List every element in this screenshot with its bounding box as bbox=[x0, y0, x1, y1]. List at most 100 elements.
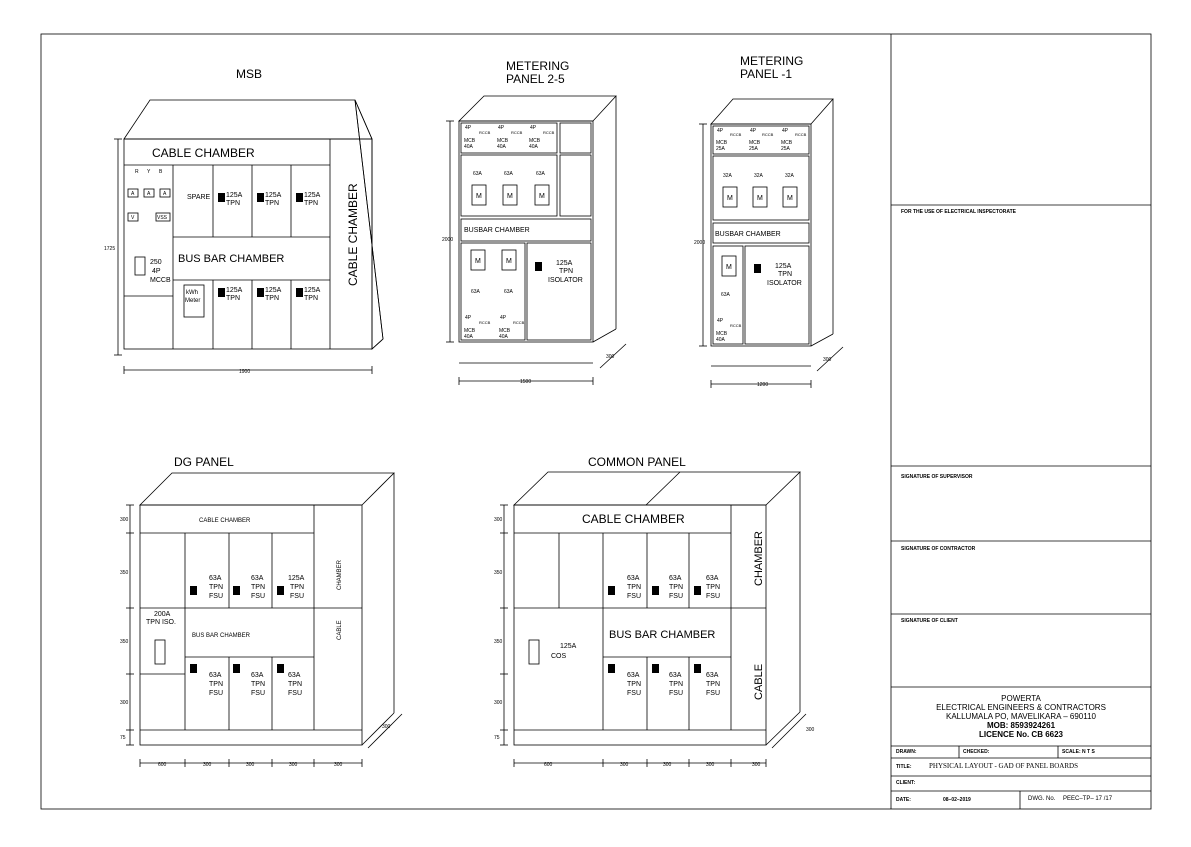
dg-rating: 125A bbox=[288, 575, 305, 582]
mp25-meter: M bbox=[507, 193, 513, 200]
mp25-meter-rating: 63A bbox=[504, 289, 514, 295]
mp25-meter-rating: 63A bbox=[471, 289, 481, 295]
mp1-isolator: ISOLATOR bbox=[767, 280, 802, 287]
dg-tpn: TPN bbox=[209, 681, 223, 688]
mp1-iso-rating: 125A bbox=[775, 263, 792, 270]
mp1-meter: M bbox=[727, 195, 733, 202]
contractor-signature-label: SIGNATURE OF CONTRACTOR bbox=[901, 546, 976, 552]
common-tpn: TPN bbox=[706, 584, 720, 591]
mp1-meter-rating-low: 63A bbox=[721, 292, 731, 298]
mp1-depth-dim: 300 bbox=[823, 357, 832, 363]
dg-dim-v: 350 bbox=[120, 639, 129, 645]
mp25-mcb: MCB bbox=[464, 328, 476, 334]
company-subtitle: ELECTRICAL ENGINEERS & CONTRACTORS bbox=[936, 703, 1106, 712]
dg-dim-v: 300 bbox=[120, 700, 129, 706]
metering-2-5-panel bbox=[446, 95, 627, 385]
common-busbar: BUS BAR CHAMBER bbox=[609, 629, 715, 641]
msb-height-dim: 1725 bbox=[104, 246, 115, 252]
dg-rating: 63A bbox=[209, 575, 222, 582]
common-dim-v: 300 bbox=[494, 517, 503, 523]
mp25-busbar: BUSBAR CHAMBER bbox=[464, 227, 530, 234]
scale-label: SCALE: bbox=[1062, 749, 1081, 755]
company-name: POWERTA bbox=[1001, 694, 1041, 703]
mp25-mcb-rating: 40A bbox=[497, 144, 507, 150]
mp25-mcb-rating: 40A bbox=[464, 144, 474, 150]
mp1-meter: M bbox=[787, 195, 793, 202]
common-dim-h: 300 bbox=[663, 762, 672, 768]
switch-handle-icon bbox=[218, 193, 225, 202]
msb-rating: 125A bbox=[226, 287, 243, 294]
msb-tpn: TPN bbox=[265, 200, 279, 207]
msb-mccb: MCCB bbox=[150, 277, 171, 284]
common-dim-v: 350 bbox=[494, 639, 503, 645]
dg-rating: 63A bbox=[209, 672, 222, 679]
common-dim-v: 350 bbox=[494, 570, 503, 576]
msb-cable-chamber-side: CABLE CHAMBER bbox=[346, 183, 360, 286]
switch-handle-icon bbox=[277, 664, 284, 673]
client-signature-label: SIGNATURE OF CLIENT bbox=[901, 618, 958, 624]
mp25-meter: M bbox=[476, 193, 482, 200]
mp25-rccb: RCCB bbox=[513, 320, 525, 325]
dg-dim-h: 300 bbox=[246, 762, 255, 768]
common-rating: 63A bbox=[706, 672, 719, 679]
dg-iso-rating: 200A bbox=[154, 611, 171, 618]
msb-meter: Meter bbox=[185, 298, 200, 304]
mp1-rccb: RCCB bbox=[762, 132, 774, 137]
msb-tpn: TPN bbox=[304, 200, 318, 207]
msb-busbar: BUS BAR CHAMBER bbox=[178, 253, 284, 265]
dg-rating: 63A bbox=[251, 672, 264, 679]
common-rating: 63A bbox=[669, 575, 682, 582]
common-rating: 63A bbox=[627, 575, 640, 582]
title-label: TITLE: bbox=[896, 764, 912, 770]
mp25-meter-rating: 63A bbox=[473, 171, 483, 177]
dwg-label: DWG. No. bbox=[1028, 796, 1056, 802]
switch-handle-icon bbox=[257, 193, 264, 202]
dg-dim-h: 300 bbox=[334, 762, 343, 768]
mp1-mcb-poles: 4P bbox=[717, 318, 724, 324]
switch-handle-icon bbox=[608, 586, 615, 595]
dg-fsu: FSU bbox=[251, 690, 265, 697]
dwg-value: PEEC–TP– 17 /17 bbox=[1063, 796, 1113, 802]
msb-mccb-rating: 250 bbox=[150, 259, 162, 266]
common-panel bbox=[500, 471, 807, 767]
msb-rating: 125A bbox=[304, 287, 321, 294]
switch-handles bbox=[190, 193, 761, 673]
mp25-mcb: MCB bbox=[497, 138, 509, 144]
dg-cable-side: CABLE bbox=[337, 620, 343, 640]
supervisor-signature-label: SIGNATURE OF SUPERVISOR bbox=[901, 474, 973, 480]
client-label: CLIENT: bbox=[896, 780, 916, 786]
dg-rating: 63A bbox=[251, 575, 264, 582]
mp1-mcb-rating-low: 40A bbox=[716, 337, 726, 343]
mp25-height-dim: 2000 bbox=[442, 237, 453, 243]
mp25-isolator: ISOLATOR bbox=[548, 277, 583, 284]
dg-iso-label: TPN ISO. bbox=[146, 619, 176, 626]
msb-kwh: kWh bbox=[186, 290, 198, 296]
common-rating: 63A bbox=[669, 672, 682, 679]
mp1-meter-rating: 32A bbox=[723, 173, 733, 179]
dg-panel bbox=[126, 472, 403, 767]
msb-spare: SPARE bbox=[187, 194, 211, 201]
msb-rating: 125A bbox=[304, 192, 321, 199]
mp25-iso-tpn: TPN bbox=[559, 268, 573, 275]
company-address: KALLUMALA PO, MAVELIKARA – 690110 bbox=[945, 712, 1096, 721]
dg-depth-dim: 300 bbox=[382, 724, 391, 730]
msb-width-dim: 1900 bbox=[239, 369, 250, 375]
switch-handle-icon bbox=[652, 664, 659, 673]
common-tpn: TPN bbox=[627, 681, 641, 688]
mp25-mcb: MCB bbox=[464, 138, 476, 144]
dg-dim-h: 300 bbox=[203, 762, 212, 768]
mp1-height-dim: 2000 bbox=[694, 240, 705, 246]
common-cos-rating: 125A bbox=[560, 643, 577, 650]
switch-handle-icon bbox=[754, 264, 761, 273]
mp25-mcb-poles: 4P bbox=[465, 315, 472, 321]
msb-panel bbox=[114, 99, 384, 374]
dg-dim-v: 75 bbox=[120, 735, 126, 741]
common-title: COMMON PANEL bbox=[588, 455, 686, 469]
dg-fsu: FSU bbox=[209, 593, 223, 600]
switch-handle-icon bbox=[608, 664, 615, 673]
dg-cable-chamber: CABLE CHAMBER bbox=[199, 518, 251, 524]
switch-handle-icon bbox=[277, 586, 284, 595]
msb-voltmeter: V bbox=[131, 215, 135, 221]
switch-handle-icon bbox=[296, 193, 303, 202]
